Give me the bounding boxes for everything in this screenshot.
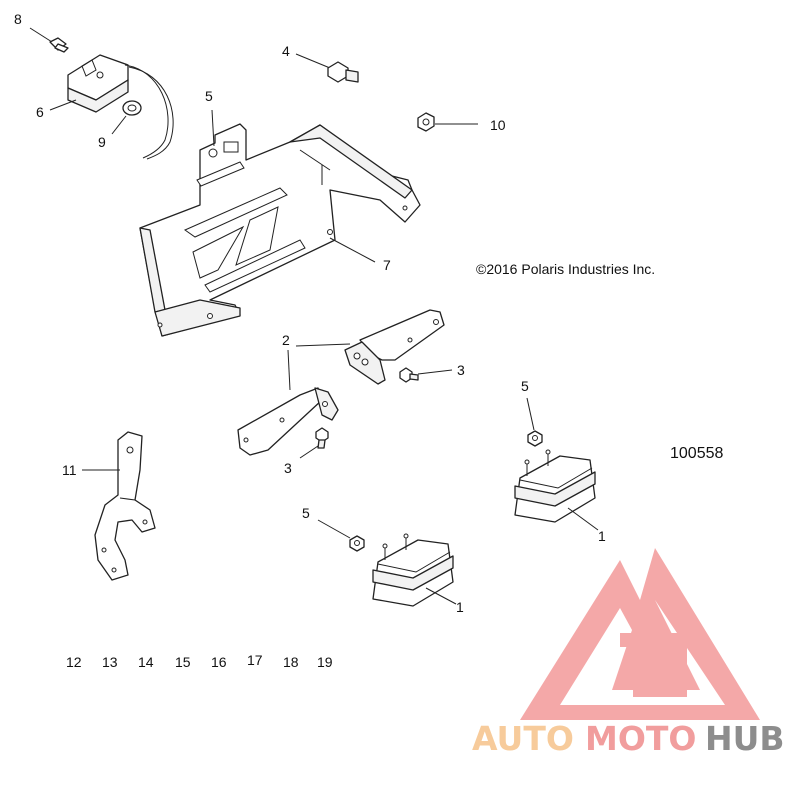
callout-labels: 8 6 9 5 4 10 7 2 3 3 5 5 1 1 11 <box>14 11 606 615</box>
index-number: 17 <box>247 652 263 668</box>
watermark-inner-mark <box>620 633 687 697</box>
callout-3-right: 3 <box>457 362 465 378</box>
index-number: 18 <box>283 654 299 670</box>
part-washer-9 <box>111 100 142 135</box>
part-lamp-6 <box>49 54 174 160</box>
part-2-leaders <box>287 343 351 391</box>
callout-7: 7 <box>383 257 391 273</box>
index-number: 15 <box>175 654 191 670</box>
watermark-word-moto: MOTO <box>585 719 696 758</box>
part-bracket-7 <box>139 109 421 337</box>
callout-1-right: 1 <box>598 528 606 544</box>
part-tail-lamp-1-right <box>514 449 599 531</box>
drawing-number: 100558 <box>670 445 723 462</box>
part-nut-10 <box>417 112 478 132</box>
part-hinge-bracket-2-right <box>344 309 445 385</box>
part-hinge-bracket-2-left <box>237 387 339 456</box>
part-nut-5-left <box>317 519 365 552</box>
callout-11: 11 <box>62 462 77 478</box>
callout-6: 6 <box>36 104 44 120</box>
watermark-word-hub: HUB <box>705 719 785 758</box>
callout-4: 4 <box>282 43 290 59</box>
index-number: 12 <box>66 654 82 670</box>
callout-1-left: 1 <box>456 599 464 615</box>
copyright-notice: ©2016 Polaris Industries Inc. <box>476 261 655 277</box>
callout-3-left: 3 <box>284 460 292 476</box>
callout-10: 10 <box>490 117 506 133</box>
callout-5-top: 5 <box>205 88 213 104</box>
part-bolt-4 <box>295 53 359 83</box>
watermark-logo: AUTO MOTO HUB <box>472 548 785 758</box>
part-screw-3-right <box>399 367 453 383</box>
part-screw-3-left <box>299 427 329 459</box>
callout-5-left: 5 <box>302 505 310 521</box>
callout-8: 8 <box>14 11 22 27</box>
index-number: 13 <box>102 654 118 670</box>
index-number: 16 <box>211 654 227 670</box>
callout-2: 2 <box>282 332 290 348</box>
watermark-word-auto: AUTO <box>472 719 574 758</box>
index-number-row: 12 13 14 15 16 17 18 19 <box>66 652 333 670</box>
callout-9: 9 <box>98 134 106 150</box>
part-bracket-11 <box>82 431 156 581</box>
part-screw-8 <box>29 27 69 53</box>
callout-5-right: 5 <box>521 378 529 394</box>
part-tail-lamp-1-left <box>372 533 457 607</box>
index-number: 14 <box>138 654 154 670</box>
index-number: 19 <box>317 654 333 670</box>
part-nut-5-right <box>526 397 543 447</box>
